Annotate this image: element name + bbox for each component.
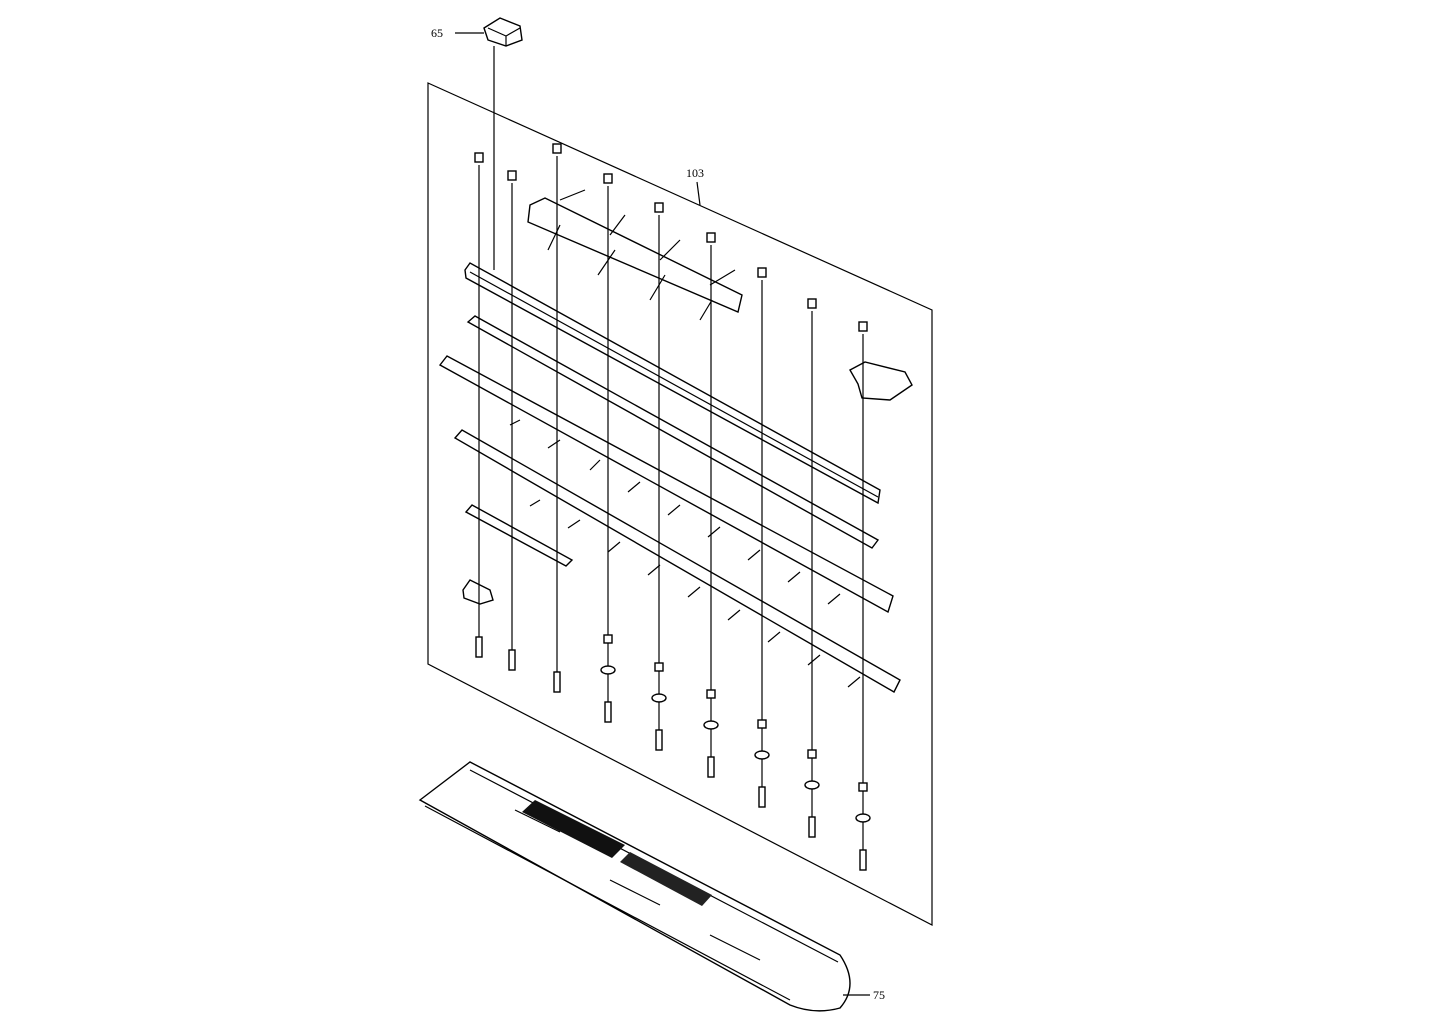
- nut: [757, 267, 767, 278]
- bolt: [808, 816, 816, 838]
- callout-75: 75: [873, 988, 885, 1002]
- washer: [804, 780, 820, 790]
- callout-65: 65: [431, 26, 443, 40]
- callout-line-103: [696, 181, 701, 206]
- nut: [757, 719, 767, 729]
- nut: [706, 689, 716, 699]
- bolt: [707, 756, 715, 778]
- top-blade-guide: [527, 189, 743, 321]
- lower-blade: [453, 429, 901, 693]
- nut: [507, 170, 517, 181]
- nut: [654, 662, 664, 672]
- washer: [600, 665, 616, 675]
- bolt: [604, 701, 612, 723]
- washer: [651, 693, 667, 703]
- fasteners-group: [474, 143, 871, 871]
- nut: [474, 152, 484, 163]
- spacer-strip: [466, 315, 880, 549]
- nut: [552, 143, 562, 154]
- nut: [603, 634, 613, 644]
- nut: [603, 173, 613, 184]
- brand-logo: [522, 800, 625, 858]
- bolt: [859, 849, 867, 871]
- bolt: [508, 649, 516, 671]
- nut: [706, 232, 716, 243]
- side-support: [849, 361, 913, 401]
- nut: [807, 298, 817, 309]
- washer: [754, 750, 770, 760]
- part-75-blade-cover: [418, 761, 851, 1012]
- bolt: [553, 671, 561, 693]
- bolt: [758, 786, 766, 808]
- bolt: [475, 636, 483, 658]
- clamp-plate: [464, 504, 574, 567]
- upper-blade: [438, 355, 894, 614]
- part-65-cap: [483, 17, 523, 270]
- kit-plate-outline: [427, 82, 933, 926]
- bracket: [462, 579, 494, 605]
- callout-103: 103: [686, 166, 704, 180]
- nut: [858, 321, 868, 332]
- nut: [807, 749, 817, 759]
- guide-rail: [464, 262, 881, 505]
- washer: [703, 720, 719, 730]
- bolt: [655, 729, 663, 751]
- washer: [855, 813, 871, 823]
- nut: [654, 202, 664, 213]
- nut: [858, 782, 868, 792]
